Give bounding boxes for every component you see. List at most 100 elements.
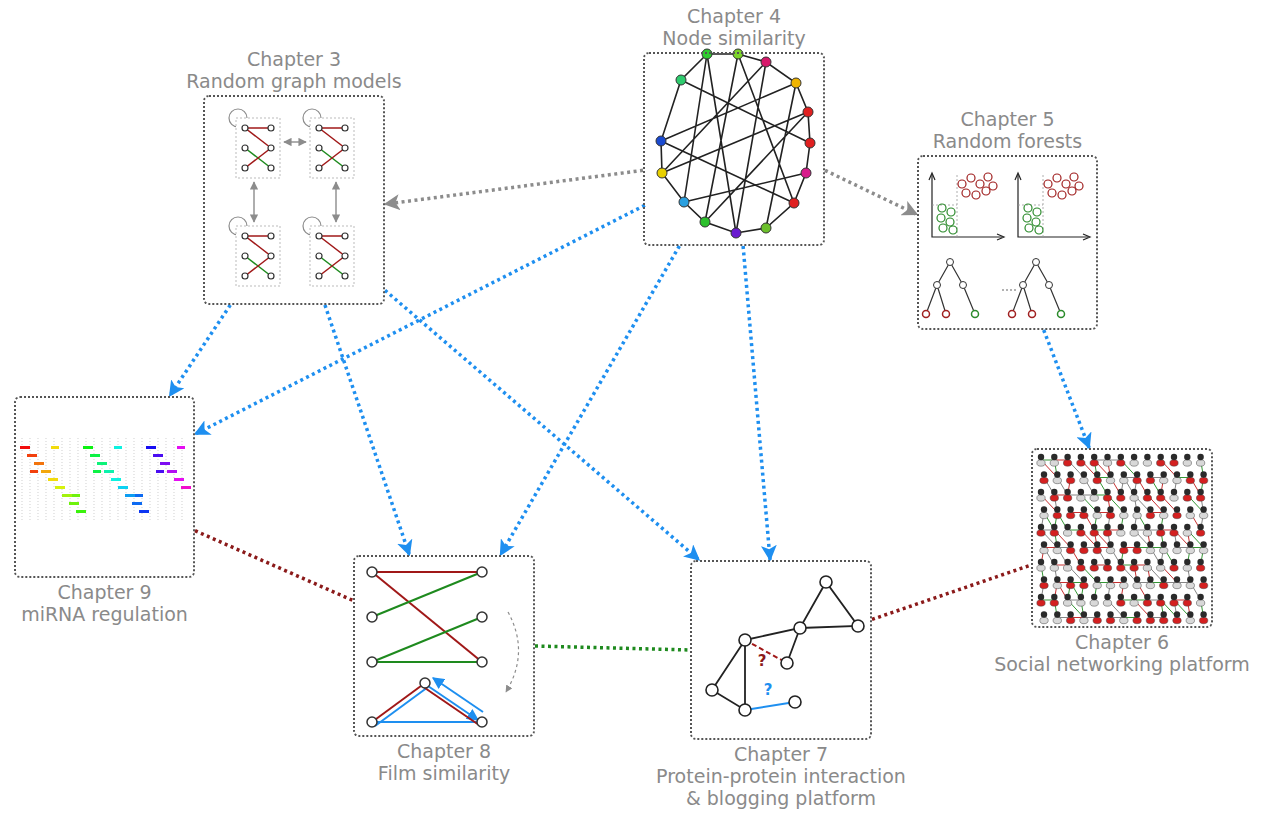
drawing-use [229, 109, 280, 178]
drawing-circle [791, 78, 801, 88]
drawing-circle [1174, 576, 1180, 582]
drawing-ellipse [1160, 582, 1168, 588]
drawing-ellipse [1186, 547, 1194, 553]
drawing-ellipse [1066, 477, 1074, 483]
drawing-circle [657, 168, 667, 178]
drawing-line [158, 438, 159, 522]
drawing-circle [1038, 559, 1044, 565]
drawing-line [142, 438, 143, 522]
drawing-ellipse [1143, 460, 1151, 466]
chapter-number: Chapter 7 [631, 744, 931, 766]
drawing-circle [1184, 594, 1190, 600]
drawing-circle [1067, 611, 1073, 617]
drawing-circle [1010, 289, 1012, 291]
drawing-ellipse [1199, 512, 1207, 518]
drawing-ellipse [1133, 477, 1141, 483]
drawing-circle [1091, 454, 1097, 460]
drawing-ellipse [1066, 617, 1074, 623]
drawing-circle [1041, 471, 1047, 477]
drawing-circle [1200, 506, 1206, 512]
drawing-circle [1041, 506, 1047, 512]
drawing-ellipse [1143, 565, 1151, 571]
drawing-circle [1121, 541, 1127, 547]
drawing-ellipse [1063, 460, 1071, 466]
drawing-ellipse [1157, 460, 1165, 466]
drawing-ellipse [1037, 600, 1045, 606]
drawing-ellipse [1120, 547, 1128, 553]
chapter-box: Chapter 9miRNA regulation [14, 396, 195, 578]
drawing-line [38, 438, 39, 522]
drawing-circle [1131, 594, 1137, 600]
drawing-ellipse [1199, 547, 1207, 553]
drawing-circle [1091, 524, 1097, 530]
chapter-number: Chapter 5 [933, 109, 1082, 131]
drawing-ellipse [1130, 600, 1138, 606]
drawing-ellipse [1037, 495, 1045, 501]
drawing-path [712, 582, 858, 710]
drawing-circle [1161, 576, 1167, 582]
drawing-circle [801, 168, 811, 178]
drawing-circle [1081, 611, 1087, 617]
drawing-rect [177, 446, 185, 449]
drawing-circle [820, 576, 832, 588]
graph-chain [229, 109, 354, 286]
chapter-title: Chapter 5Random forests [933, 109, 1082, 153]
drawing-circle [1174, 611, 1180, 617]
drawing-use [229, 217, 280, 286]
drawing-circle [1064, 594, 1070, 600]
drawing-line [372, 572, 482, 617]
drawing-circle [1081, 471, 1087, 477]
drawing-circle [1051, 524, 1057, 530]
drawing-ellipse [1120, 582, 1128, 588]
chapter-box: Chapter 4Node similarity [643, 52, 825, 246]
dependency-connector [1044, 330, 1090, 448]
drawing-circle [1174, 506, 1180, 512]
drawing-rect [20, 446, 30, 449]
chapter-title: Chapter 8Film similarity [378, 741, 510, 785]
drawing-circle [1184, 454, 1190, 460]
drawing-circle [700, 217, 710, 227]
drawing-circle [731, 228, 741, 238]
drawing-circle [1131, 489, 1137, 495]
drawing-use [1015, 173, 1090, 240]
drawing-circle [1091, 559, 1097, 565]
drawing-ellipse [1133, 512, 1141, 518]
drawing-circle [1118, 489, 1124, 495]
drawing-ellipse [1106, 477, 1114, 483]
drawing-ellipse [1173, 617, 1181, 623]
drawing-circle [1054, 576, 1060, 582]
drawing-ellipse [1133, 582, 1141, 588]
drawing-rect [111, 478, 121, 481]
dependency-connector [743, 246, 770, 560]
drawing-ellipse [1157, 600, 1165, 606]
chapter-name: Node similarity [662, 28, 805, 50]
drawing-circle [1158, 454, 1164, 460]
drawing-ellipse [1146, 547, 1154, 553]
drawing-ellipse [1063, 530, 1071, 536]
drawing-line [372, 721, 482, 723]
dependency-connector [535, 646, 690, 650]
drawing-ellipse [1157, 495, 1165, 501]
drawing-g [367, 567, 487, 727]
drawing-rect [156, 470, 164, 473]
drawing-circle [1121, 471, 1127, 477]
drawing-circle [1078, 489, 1084, 495]
drawing-circle [1134, 541, 1140, 547]
drawing-circle [761, 223, 771, 233]
chapter-name: Protein-protein interaction & blogging p… [631, 766, 931, 810]
drawing-ellipse [1173, 477, 1181, 483]
drawing-rect [160, 462, 170, 465]
drawing-ellipse [1040, 547, 1048, 553]
chapter-title: Chapter 6Social networking platform [994, 632, 1250, 676]
drawing-use [929, 173, 1004, 240]
drawing-circle [1197, 454, 1203, 460]
drawing-use [303, 217, 354, 286]
drawing-circle [1118, 524, 1124, 530]
drawing-circle [1051, 559, 1057, 565]
dependency-connector [872, 565, 1031, 619]
drawing-line [62, 438, 63, 522]
drawing-ellipse [1186, 512, 1194, 518]
drawing-ellipse [1186, 582, 1194, 588]
drawing-circle [1134, 576, 1140, 582]
